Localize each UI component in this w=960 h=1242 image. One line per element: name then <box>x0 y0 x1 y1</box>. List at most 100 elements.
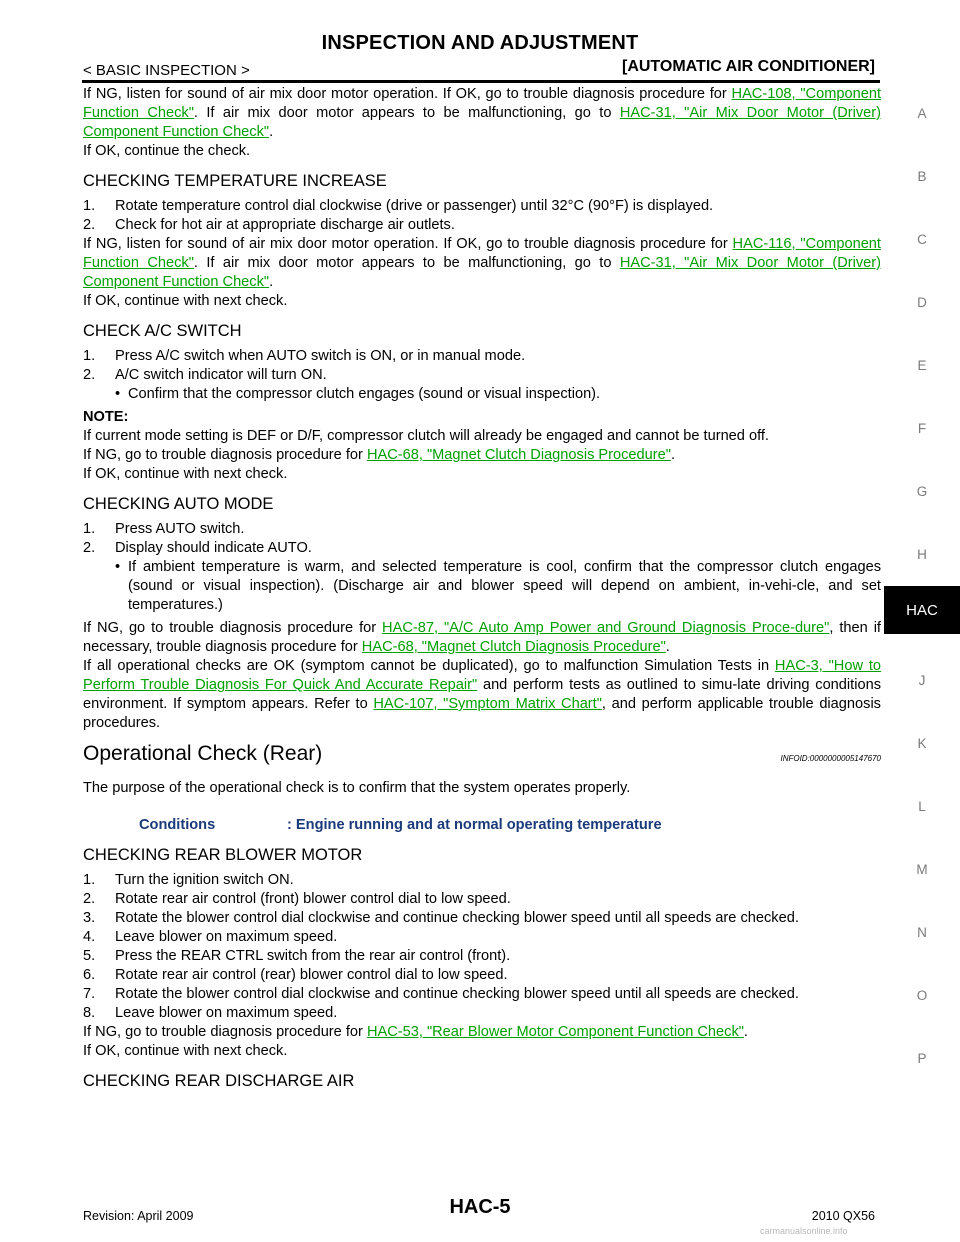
side-index-hac[interactable]: HAC <box>884 586 960 634</box>
step-number: 2. <box>83 367 96 383</box>
step-2: 2. A/C switch indicator will turn ON. <box>83 366 881 385</box>
header-rule <box>82 80 880 83</box>
page-number: HAC-5 <box>449 1196 511 1218</box>
side-index-o[interactable]: O <box>916 988 928 1003</box>
step-number: 8. <box>83 1005 96 1021</box>
step-1: 1.Turn the ignition switch ON. <box>83 871 881 890</box>
side-index-j[interactable]: J <box>918 673 926 688</box>
step-text: A/C switch indicator will turn ON. <box>115 367 327 383</box>
note-text: If current mode setting is DEF or D/F, c… <box>83 428 769 444</box>
bullet-text: Confirm that the compressor clutch engag… <box>128 386 601 402</box>
step-5: 5.Press the REAR CTRL switch from the re… <box>83 947 881 966</box>
step-2: 2. Check for hot air at appropriate disch… <box>83 216 881 235</box>
auto-mode-ok: If all operational checks are OK (sympto… <box>83 657 881 733</box>
link-hac-3[interactable]: HAC-3, "How to Perform Trouble Diagnosis… <box>83 658 882 693</box>
heading-temperature-increase: CHECKING TEMPERATURE INCREASE <box>83 172 387 190</box>
section-label: < BASIC INSPECTION > <box>83 62 250 79</box>
auto-mode-ng: If NG, go to trouble diagnosis procedure… <box>83 619 881 657</box>
step-text: Rotate rear air control (front) blower c… <box>115 891 511 907</box>
step-8: 8. Leave blower on maximum speed. <box>83 1004 881 1023</box>
text: and perform tests as outlined to simu-la… <box>83 677 881 712</box>
side-index-f[interactable]: F <box>917 421 927 436</box>
step-2: 2.Display should indicate AUTO. <box>83 539 881 558</box>
link-hac-108[interactable]: HAC-108, "Component Function Check" <box>83 86 881 121</box>
info-id: INFOID:0000000005147670 <box>780 754 881 763</box>
heading-ac-switch: CHECK A/C SWITCH <box>83 322 242 340</box>
side-index-p[interactable]: P <box>917 1051 927 1066</box>
text: . <box>269 124 274 140</box>
note-label: NOTE: <box>83 409 129 425</box>
text: . <box>670 447 675 463</box>
section-title: Operational Check (Rear) <box>83 742 323 765</box>
bullet-text: If ambient temperature is warm, and sele… <box>128 559 881 613</box>
step-number: 6. <box>83 967 96 983</box>
purpose-text: The purpose of the operational check is … <box>83 780 631 796</box>
side-index-d[interactable]: D <box>917 295 927 310</box>
step-text: Rotate the blower control dial clockwise… <box>115 986 799 1002</box>
text: If NG, go to trouble diagnosis procedure… <box>83 620 383 636</box>
link-hac-31[interactable]: HAC-31, "Air Mix Door Motor (Driver) Com… <box>83 105 881 140</box>
step-2: 2. Rotate rear air control (front) blower… <box>83 890 881 909</box>
step-number: 1. <box>83 521 96 537</box>
step-number: 7. <box>83 986 96 1002</box>
ac-switch-ok: If OK, continue with next check. <box>83 466 288 482</box>
rear-blower-steps: 1.Turn the ignition switch ON.2. Rotate r… <box>83 871 881 1023</box>
step-number: 4. <box>83 929 96 945</box>
bullet-dot-icon: • <box>115 559 121 575</box>
text: If NG, listen for sound of air mix door … <box>83 236 733 252</box>
link-hac-31[interactable]: HAC-31, "Air Mix Door Motor (Driver) Com… <box>83 255 881 290</box>
system-label: [AUTOMATIC AIR CONDITIONER] <box>621 58 875 75</box>
temp-increase-ng: If NG, listen for sound of air mix door … <box>83 235 881 292</box>
step-text: Leave blower on maximum speed. <box>115 1005 338 1021</box>
link-hac-68[interactable]: HAC-68, "Magnet Clutch Diagnosis Procedu… <box>366 447 671 463</box>
intro-continue: If OK, continue the check. <box>83 143 251 159</box>
main-content: If NG, listen for sound of air mix door … <box>83 85 881 1097</box>
link-hac-53[interactable]: HAC-53, "Rear Blower Motor Component Fun… <box>366 1024 744 1040</box>
side-index-c[interactable]: C <box>917 232 927 247</box>
side-index-n[interactable]: N <box>917 925 927 940</box>
conditions-value: : Engine running and at normal operating… <box>287 817 662 833</box>
text: If NG, listen for sound of air mix door … <box>83 86 732 102</box>
text: . If air mix door motor appears to be ma… <box>193 105 620 121</box>
model-label: 2010 QX56 <box>811 1209 875 1223</box>
side-index-e[interactable]: E <box>917 358 927 373</box>
step-text: Rotate rear air control (rear) blower co… <box>115 967 508 983</box>
step-text: Leave blower on maximum speed. <box>115 929 338 945</box>
step-number: 1. <box>83 348 96 364</box>
step-text: Press AUTO switch. <box>115 521 245 537</box>
side-index-a[interactable]: A <box>917 106 927 121</box>
side-index-h[interactable]: H <box>917 547 927 562</box>
link-hac-87[interactable]: HAC-87, "A/C Auto Amp Power and Ground D… <box>382 620 830 636</box>
step-6: 6. Rotate rear air control (rear) blower … <box>83 966 881 985</box>
side-index-l[interactable]: L <box>918 799 926 814</box>
link-hac-116[interactable]: HAC-116, "Component Function Check" <box>83 236 881 271</box>
step-1: 1.Rotate temperature control dial clockw… <box>83 197 881 216</box>
heading-auto-mode: CHECKING AUTO MODE <box>83 495 274 513</box>
step-text: Check for hot air at appropriate dischar… <box>115 217 455 233</box>
link-hac-107[interactable]: HAC-107, "Symptom Matrix Chart" <box>373 696 602 712</box>
link-hac-68[interactable]: HAC-68, "Magnet Clutch Diagnosis Procedu… <box>361 639 666 655</box>
temp-increase-ok: If OK, continue with next check. <box>83 293 288 309</box>
side-index-m[interactable]: M <box>916 862 928 877</box>
side-index-k[interactable]: K <box>917 736 927 751</box>
operational-check-heading: Operational Check (Rear) INFOID:00000000… <box>83 741 881 767</box>
conditions-row: Conditions : Engine running and at norma… <box>139 816 881 835</box>
side-index-g[interactable]: G <box>916 484 928 499</box>
text: If NG, go to trouble diagnosis procedure… <box>83 1024 367 1040</box>
heading-rear-discharge: CHECKING REAR DISCHARGE AIR <box>83 1072 355 1090</box>
step-3: 3. Rotate the blower control dial clockwi… <box>83 909 881 928</box>
step-text: Turn the ignition switch ON. <box>115 872 294 888</box>
bullet-item: • If ambient temperature is warm, and sel… <box>83 558 881 615</box>
step-number: 2. <box>83 217 96 233</box>
step-number: 3. <box>83 910 96 926</box>
step-text: Press the REAR CTRL switch from the rear… <box>115 948 511 964</box>
step-number: 2. <box>83 891 96 907</box>
text: . If air mix door motor appears to be ma… <box>193 255 620 271</box>
side-index-b[interactable]: B <box>917 169 927 184</box>
step-1: 1. Press AUTO switch. <box>83 520 881 539</box>
step-text: Rotate the blower control dial clockwise… <box>115 910 799 926</box>
heading-rear-blower: CHECKING REAR BLOWER MOTOR <box>83 846 363 864</box>
step-1: 1.Press A/C switch when AUTO switch is O… <box>83 347 881 366</box>
bullet-dot-icon: • <box>115 386 121 402</box>
step-7: 7. Rotate the blower control dial clockwi… <box>83 985 881 1004</box>
